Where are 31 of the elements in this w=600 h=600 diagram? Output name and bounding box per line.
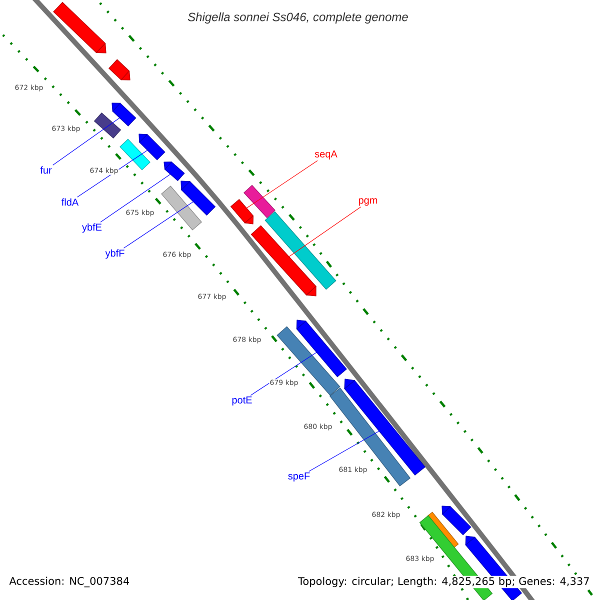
footer-note: Topology: circular; Length: 4,825,265 bp; Genes: 4,337 xyxy=(297,576,591,588)
gene-block xyxy=(108,59,130,80)
gene-block xyxy=(112,102,136,126)
gene-label: speF xyxy=(288,472,310,482)
title: Shigella sonnei Ss046, complete genome xyxy=(188,12,408,24)
leader-line xyxy=(76,150,148,198)
gene-label: ybfF xyxy=(105,249,124,259)
leader-line xyxy=(246,160,318,208)
gene-block xyxy=(53,2,106,54)
gene-label: fur xyxy=(40,166,52,174)
gene-box xyxy=(161,186,202,230)
gene-box xyxy=(120,138,150,170)
gene-box xyxy=(264,211,336,290)
gene-label: fldA xyxy=(62,198,79,206)
gene-label: potE xyxy=(232,396,252,406)
gene-box xyxy=(244,184,276,218)
leader-line xyxy=(250,352,317,396)
gene-block xyxy=(296,320,347,378)
gene-block xyxy=(250,225,316,296)
gene-label: seqA xyxy=(314,150,338,160)
leader-line xyxy=(288,206,362,257)
footer-note: Accession: NC_007384 xyxy=(8,576,131,588)
leader-line xyxy=(123,201,194,248)
gene-block xyxy=(442,506,472,536)
leader-line xyxy=(52,118,120,166)
gene-label: ybfE xyxy=(82,223,102,233)
gene-block xyxy=(164,161,185,182)
leader-line xyxy=(308,430,380,472)
leader-line xyxy=(100,174,171,222)
gene-label: pgm xyxy=(358,198,378,206)
gene-block xyxy=(138,134,166,160)
